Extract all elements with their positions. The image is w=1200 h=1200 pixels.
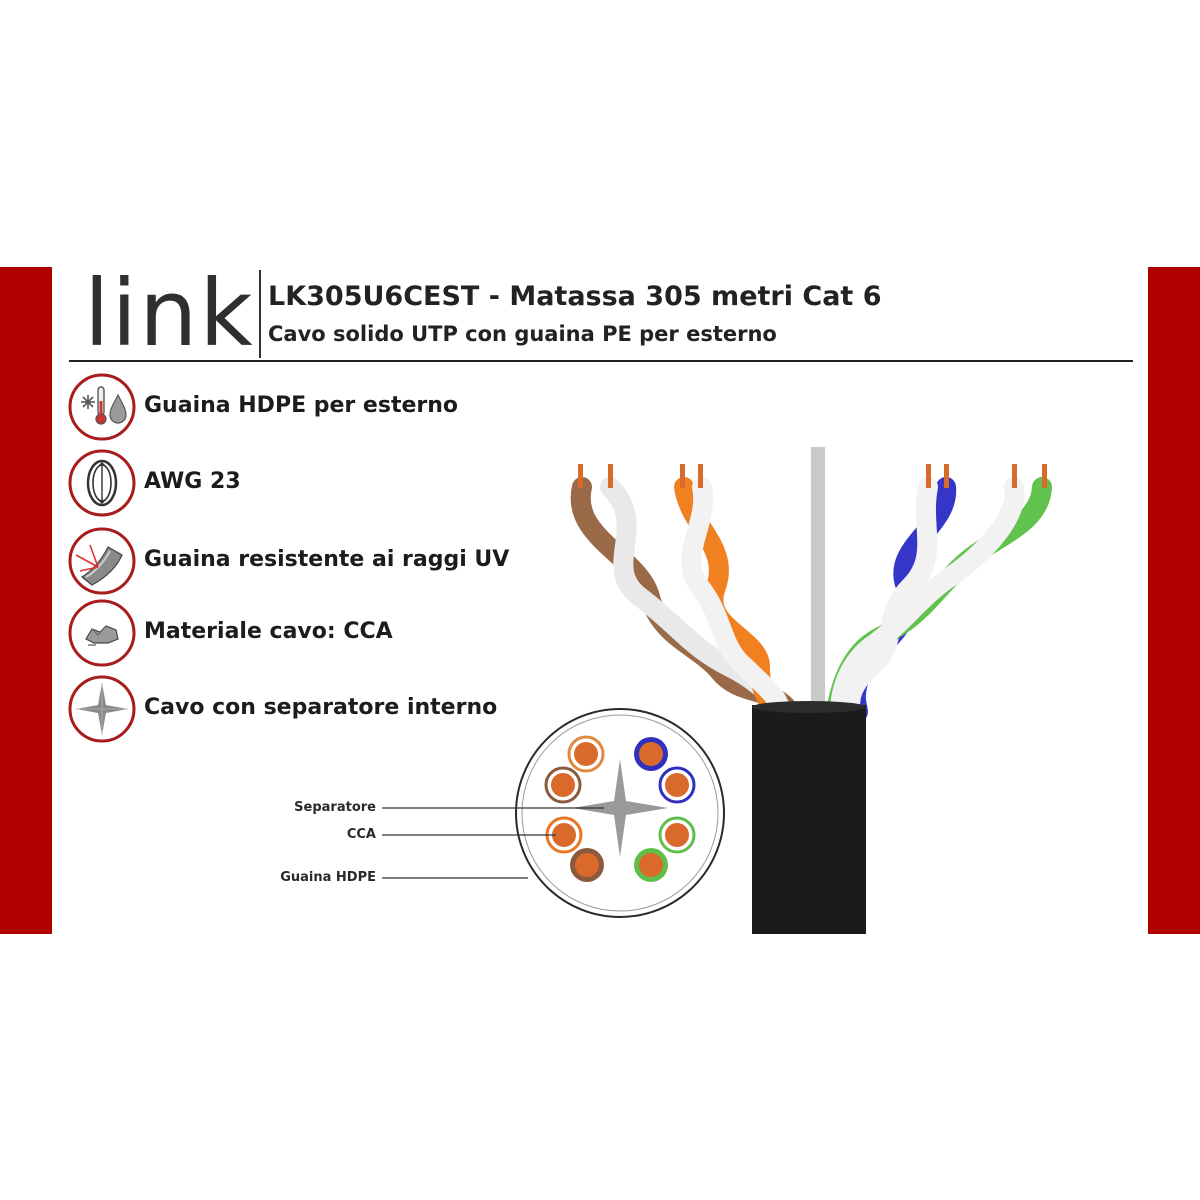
conductor — [570, 848, 604, 882]
conductor — [658, 816, 696, 854]
separator-spline — [811, 447, 825, 712]
conductor — [634, 848, 668, 882]
conductor — [634, 737, 668, 771]
header-divider-horizontal — [69, 360, 1133, 362]
uv-resistant-icon — [68, 527, 136, 595]
feature-item: Guaina HDPE per esterno — [68, 373, 528, 443]
callout-label-jacket: Guaina HDPE — [280, 870, 376, 885]
right-red-bar — [1148, 267, 1200, 934]
feature-item: AWG 23 — [68, 449, 528, 519]
feature-item: Materiale cavo: CCA — [68, 599, 528, 669]
left-red-bar — [0, 267, 52, 934]
conductor — [544, 766, 582, 804]
feature-label: Materiale cavo: CCA — [144, 619, 393, 644]
wire-gauge-icon — [68, 449, 136, 517]
feature-label: AWG 23 — [144, 469, 241, 494]
twisted-pair-brown — [570, 464, 800, 722]
jacket-top — [752, 701, 866, 713]
feature-label: Guaina resistente ai raggi UV — [144, 547, 510, 572]
product-title: LK305U6CEST - Matassa 305 metri Cat 6 — [268, 281, 882, 312]
feature-item: Cavo con separatore interno — [68, 675, 528, 745]
feature-label: Cavo con separatore interno — [144, 695, 498, 720]
twisted-pair-green — [826, 464, 1052, 722]
feature-item: Guaina resistente ai raggi UV — [68, 527, 528, 597]
material-icon — [68, 599, 136, 667]
separator-cross — [572, 759, 668, 857]
conductor — [567, 735, 605, 773]
callout-label-separator: Separatore — [294, 800, 376, 815]
feature-label: Guaina HDPE per esterno — [144, 393, 459, 418]
cable-jacket — [752, 705, 866, 934]
conductor — [545, 816, 583, 854]
product-subtitle: Cavo solido UTP con guaina PE per estern… — [268, 322, 777, 346]
product-banner: link LK305U6CEST - Matassa 305 metri Cat… — [0, 267, 1200, 934]
conductor — [658, 766, 696, 804]
twisted-pair-blue — [840, 464, 957, 722]
separator-star-icon — [68, 675, 136, 743]
twisted-pair-orange — [674, 464, 790, 722]
callout-label-cca: CCA — [346, 827, 376, 842]
header-divider-vertical — [259, 270, 261, 358]
brand-logo: link — [84, 260, 255, 367]
weather-resistant-icon — [68, 373, 136, 441]
